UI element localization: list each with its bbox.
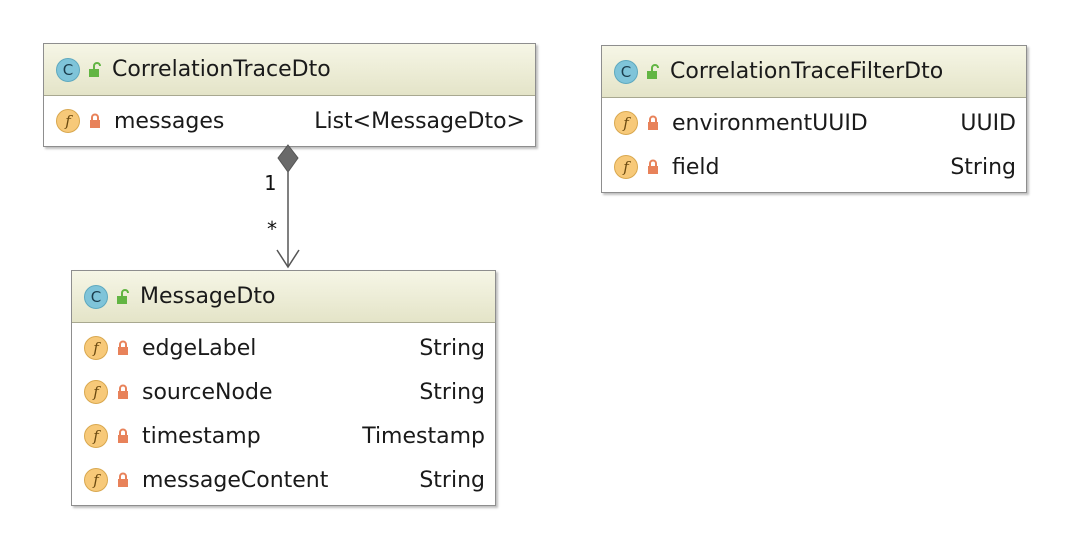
public-lock-icon [117,288,129,304]
class-header: C MessageDto [72,271,495,323]
field-icon: f [614,155,638,179]
private-lock-icon [118,384,128,399]
field-type: String [419,335,485,361]
field-name: environmentUUID [672,110,868,136]
class-icon: C [614,59,638,84]
public-lock-icon [89,61,101,77]
public-lock-icon [647,63,659,79]
class-box-message-dto[interactable]: C MessageDto f edgeLabel String f source… [71,270,496,506]
field-row[interactable]: f messageContent String [72,458,495,502]
private-lock-icon [90,113,100,128]
class-fields: f messages List<MessageDto> [44,96,535,146]
private-lock-icon [648,159,658,174]
field-type: UUID [960,110,1016,136]
arrowhead-icon [276,249,300,269]
class-icon: C [84,284,108,309]
class-name: CorrelationTraceDto [112,57,331,82]
class-name: MessageDto [140,284,276,309]
class-box-correlation-trace-dto[interactable]: C CorrelationTraceDto f messages List<Me… [43,43,536,147]
class-icon: C [56,57,80,82]
class-fields: f environmentUUID UUID f field String [602,98,1026,192]
field-row[interactable]: f environmentUUID UUID [602,101,1026,145]
class-box-correlation-trace-filter-dto[interactable]: C CorrelationTraceFilterDto f environmen… [601,45,1027,193]
field-icon: f [84,380,108,404]
field-icon: f [84,468,108,492]
field-name: sourceNode [142,379,273,405]
field-icon: f [84,336,108,360]
field-name: messages [114,108,225,134]
class-fields: f edgeLabel String f sourceNode String f… [72,323,495,505]
field-name: field [672,154,720,180]
private-lock-icon [118,472,128,487]
field-type: String [419,467,485,493]
field-row[interactable]: f edgeLabel String [72,326,495,370]
field-icon: f [84,424,108,448]
field-name: timestamp [142,423,261,449]
composition-diamond-icon [277,144,299,173]
field-row[interactable]: f timestamp Timestamp [72,414,495,458]
field-type: String [950,154,1016,180]
private-lock-icon [118,428,128,443]
field-type: String [419,379,485,405]
class-header: C CorrelationTraceFilterDto [602,46,1026,98]
field-row[interactable]: f sourceNode String [72,370,495,414]
class-name: CorrelationTraceFilterDto [670,59,944,84]
private-lock-icon [648,115,658,130]
field-row[interactable]: f field String [602,145,1026,189]
private-lock-icon [118,340,128,355]
field-icon: f [614,111,638,135]
source-multiplicity: 1 [264,171,277,195]
field-row[interactable]: f messages List<MessageDto> [44,99,535,143]
class-header: C CorrelationTraceDto [44,44,535,96]
field-type: List<MessageDto> [314,108,525,134]
field-type: Timestamp [362,423,485,449]
field-icon: f [56,109,80,133]
target-multiplicity: * [266,217,279,241]
field-name: messageContent [142,467,329,493]
field-name: edgeLabel [142,335,257,361]
